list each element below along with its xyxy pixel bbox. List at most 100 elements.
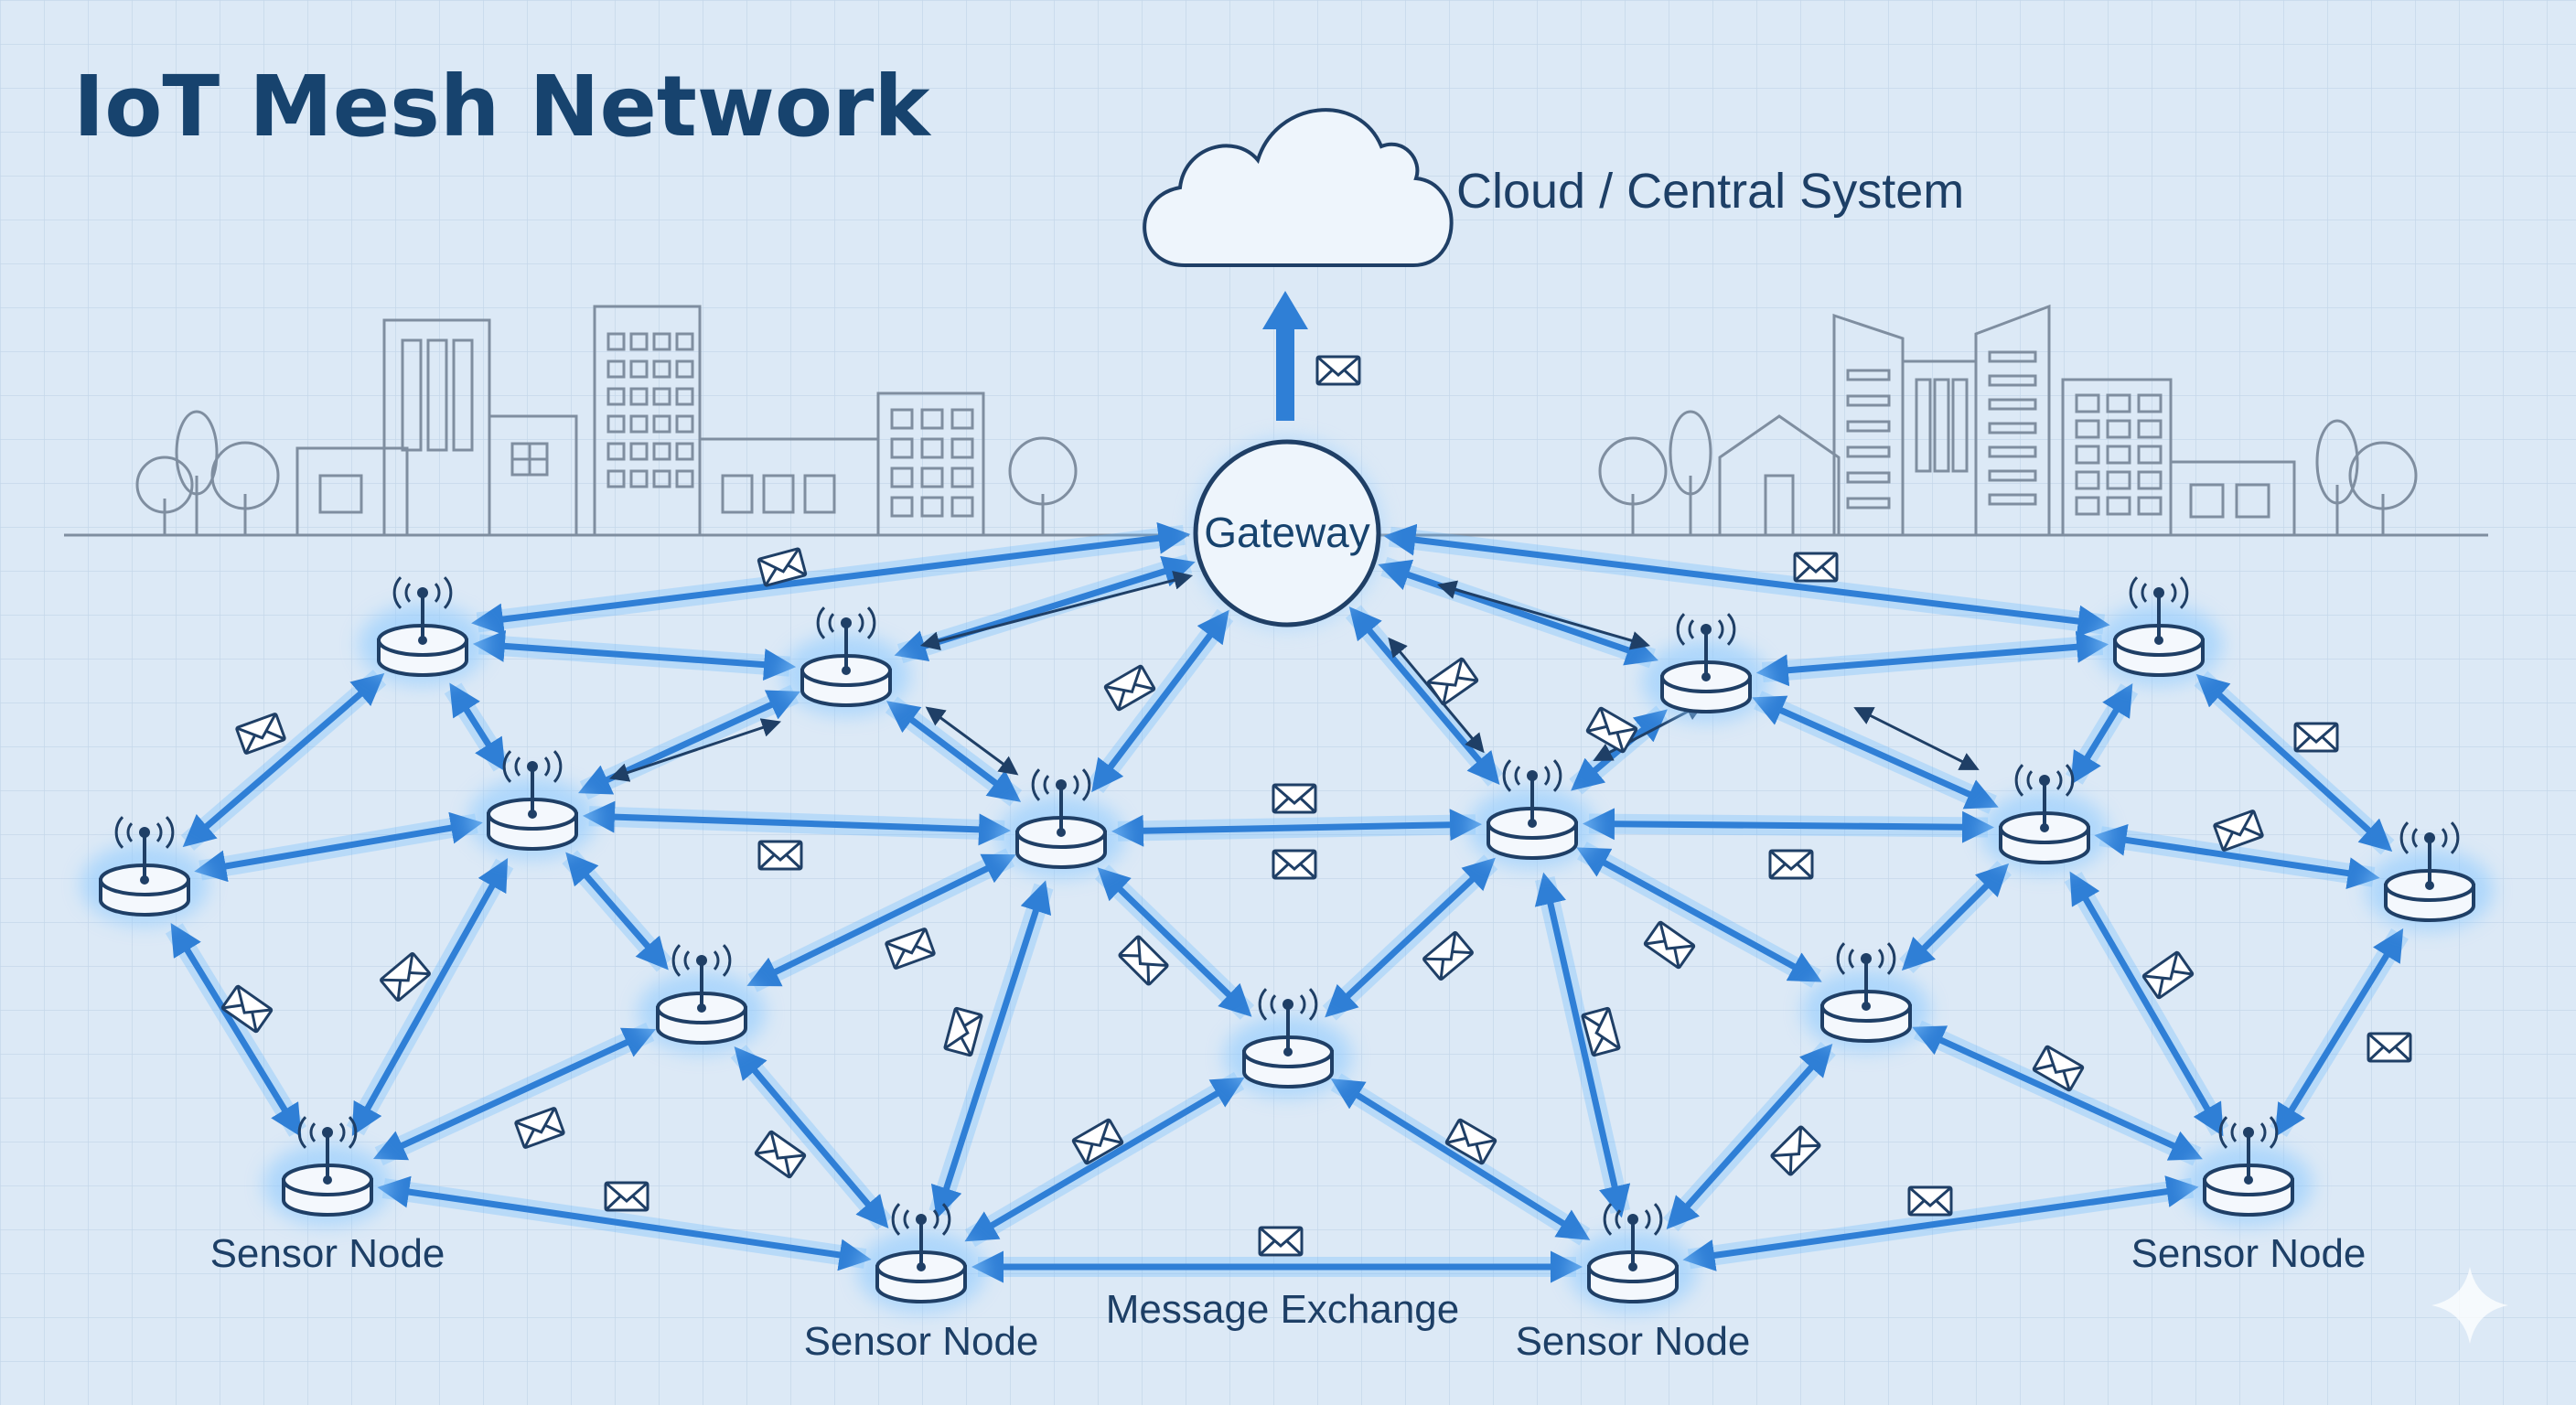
thin-message-arrow — [919, 571, 1194, 650]
sensor-node — [2095, 576, 2223, 686]
mesh-link-arrow — [2274, 928, 2404, 1138]
mesh-link-arrow — [746, 853, 1016, 987]
sensor-node — [1224, 988, 1352, 1098]
antenna-icon — [2218, 1116, 2279, 1178]
tree-icon — [2348, 441, 2418, 535]
sensor-node — [857, 1203, 985, 1313]
building-icon — [593, 305, 702, 537]
envelope-icon — [2141, 950, 2195, 1000]
envelope-icon — [604, 1181, 649, 1212]
message-exchange-label: Message Exchange — [1106, 1287, 1459, 1332]
mesh-links — [165, 521, 2409, 1283]
sensor-node — [638, 944, 766, 1054]
tree-icon — [2315, 419, 2359, 535]
tree-icon — [210, 441, 280, 535]
message-envelopes — [220, 355, 2412, 1257]
cloud-label: Cloud / Central System — [1456, 164, 1964, 219]
sensor-node — [997, 768, 1125, 878]
antenna-icon — [502, 750, 563, 812]
page-title: IoT Mesh Network — [73, 58, 931, 156]
antenna-icon — [891, 1203, 951, 1265]
antenna-icon — [1836, 942, 1896, 1004]
sensor-node — [263, 1116, 392, 1226]
envelope-icon — [1768, 849, 1814, 880]
envelope-icon — [1272, 849, 1317, 880]
sensor-node — [1642, 613, 1770, 723]
envelope-icon — [380, 952, 431, 1002]
envelope-icon — [2032, 1045, 2085, 1092]
mesh-link-arrow — [2195, 673, 2393, 853]
tree-icon — [135, 456, 194, 535]
antenna-icon — [1676, 613, 1736, 675]
mesh-link-arrow — [582, 800, 1012, 846]
thin-message-arrow — [609, 718, 781, 782]
envelope-icon — [1071, 1118, 1124, 1165]
building-icon — [2061, 378, 2173, 537]
envelope-icon — [1581, 1006, 1621, 1057]
skyline-right — [1372, 304, 2488, 537]
mesh-link-arrow — [2094, 824, 2380, 889]
mesh-link-arrow — [1901, 863, 2010, 971]
antenna-icon — [1502, 759, 1562, 821]
tree-icon — [175, 410, 219, 535]
antenna-icon — [114, 816, 175, 878]
mesh-link-arrow — [449, 682, 506, 772]
mesh-link-arrow — [372, 1027, 657, 1161]
gateway-label: Gateway — [1204, 509, 1370, 556]
mesh-link-arrow — [472, 629, 797, 681]
building-icon — [2169, 460, 2296, 537]
envelope-icon — [1770, 1125, 1821, 1176]
envelope-icon — [1426, 657, 1479, 706]
mesh-link-arrow — [170, 922, 302, 1138]
mesh-link-arrow — [377, 1175, 872, 1271]
mesh-link-arrow — [2070, 682, 2133, 786]
envelope-icon — [1643, 920, 1696, 970]
envelope-icon — [1118, 935, 1169, 986]
envelope-icon — [757, 547, 808, 587]
envelope-icon — [2367, 1032, 2412, 1063]
mesh-link-arrow — [1097, 867, 1252, 1017]
sensor-node-label: Sensor Node — [210, 1231, 445, 1276]
sensor-node — [2366, 821, 2494, 931]
antenna-icon — [1031, 768, 1091, 831]
thin-message-arrow — [925, 706, 1019, 776]
antenna-icon — [2014, 764, 2075, 826]
antenna-icon — [816, 606, 876, 669]
mesh-link-arrow — [1091, 609, 1229, 793]
mesh-link-arrow — [471, 521, 1191, 636]
antenna-icon — [2399, 821, 2460, 884]
sensor-node — [468, 750, 596, 860]
mesh-link-arrow — [1755, 630, 2109, 687]
sensor-node — [1569, 1203, 1697, 1313]
envelope-icon — [514, 1107, 565, 1149]
mesh-link-arrow — [930, 880, 1052, 1219]
antenna-icon — [1603, 1203, 1663, 1265]
sensor-node — [1802, 942, 1930, 1052]
cloud-icon — [1143, 108, 1454, 267]
mesh-link-arrow — [1534, 872, 1631, 1218]
mesh-link-arrow — [1682, 1175, 2199, 1271]
mesh-link-arrow — [565, 852, 669, 971]
uplink-arrow — [1262, 291, 1308, 421]
sensor-nodes — [80, 576, 2494, 1313]
building-icon — [295, 446, 409, 537]
envelope-icon — [754, 1130, 807, 1179]
thin-message-arrow — [1853, 707, 1980, 770]
sensor-node — [1468, 759, 1596, 869]
envelope-icon — [943, 1006, 983, 1057]
mesh-link-arrow — [194, 811, 483, 883]
envelope-icon — [2213, 810, 2264, 852]
mesh-link-arrow — [1582, 808, 1995, 843]
mesh-link-arrow — [1325, 857, 1496, 1018]
envelope-icon — [757, 840, 803, 871]
envelope-icon — [1258, 1226, 1304, 1257]
sensor-node — [80, 816, 209, 926]
sensor-node-label: Sensor Node — [2131, 1231, 2367, 1276]
envelope-icon — [1444, 1118, 1497, 1165]
mesh-link-arrow — [964, 1077, 1245, 1242]
envelope-icon — [1315, 355, 1361, 386]
sparkle-icon — [2431, 1267, 2508, 1344]
sensor-node — [1980, 764, 2109, 874]
envelope-icon — [2293, 722, 2339, 753]
